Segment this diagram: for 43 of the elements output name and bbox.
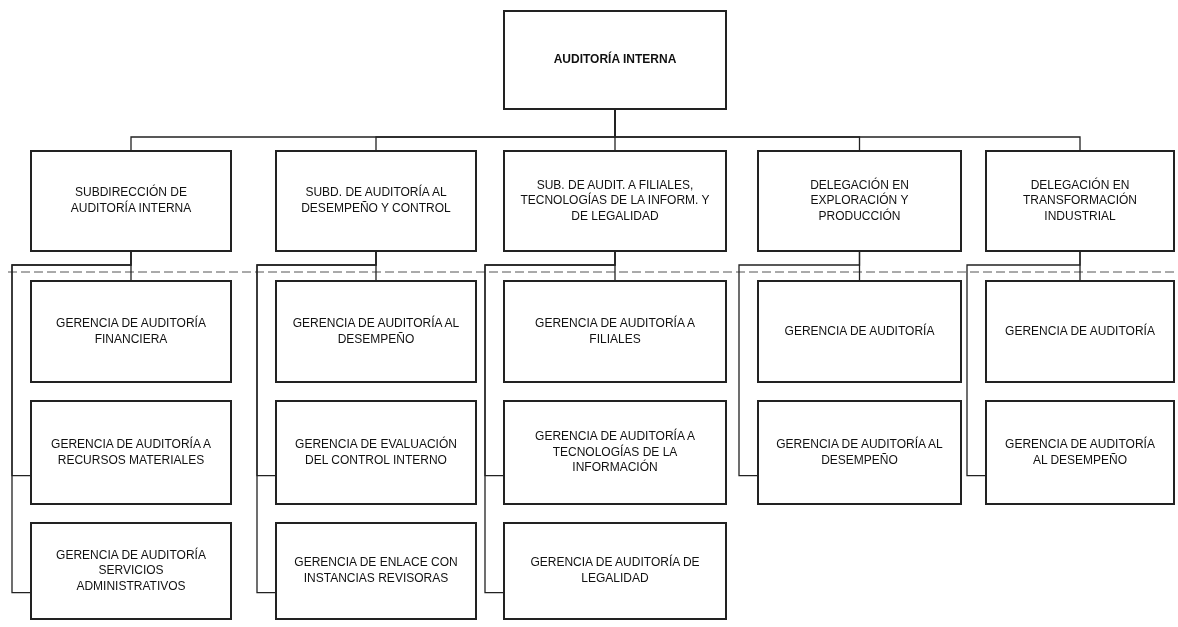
- org-unit-box: [275, 400, 477, 505]
- org-unit-box: [30, 522, 232, 620]
- unit-name: DELEGACIÓN EN EXPLORACIÓN Y PRODUCCIÓN: [809, 177, 910, 225]
- unit-name: DELEGACIÓN EN TRANSFORMACIÓN INDUSTRIAL: [1022, 177, 1138, 225]
- org-unit-box: [503, 400, 727, 505]
- org-unit-box: [30, 280, 232, 383]
- connector-line: [484, 251, 616, 594]
- unit-name: GERENCIA DE AUDITORÍA AL DESEMPEÑO: [775, 436, 944, 469]
- org-unit-box: [30, 400, 232, 505]
- org-unit-box: [30, 150, 232, 252]
- unit-name: GERENCIA DE AUDITORÍA A FILIALES: [534, 315, 696, 348]
- unit-name: GERENCIA DE AUDITORÍA: [784, 323, 935, 340]
- unit-name: GERENCIA DE AUDITORÍA A RECURSOS MATERIALES: [50, 436, 212, 469]
- org-unit-box: [985, 280, 1175, 383]
- connector-line: [256, 251, 377, 594]
- org-unit-box: [757, 150, 962, 252]
- unit-name: SUBDIRECCIÓN DE AUDITORÍA INTERNA: [69, 185, 193, 217]
- org-unit-box: [985, 400, 1175, 505]
- org-unit-box: [757, 400, 962, 505]
- unit-name: GERENCIA DE ENLACE CON INSTANCIAS REVISORAS: [293, 555, 459, 587]
- org-unit-box: [275, 522, 477, 620]
- unit-name: SUBD. DE AUDITORÍA AL DESEMPEÑO Y CONTROL: [300, 185, 452, 217]
- connector-line: [738, 251, 861, 477]
- org-unit-box: [757, 280, 962, 383]
- unit-name: GERENCIA DE AUDITORÍA DE LEGALIDAD: [529, 555, 701, 587]
- unit-name: GERENCIA DE AUDITORÍA AL DESEMPEÑO: [291, 315, 461, 348]
- org-unit-box: [503, 522, 727, 620]
- org-unit-box: [503, 10, 727, 110]
- connector-line: [966, 251, 1081, 477]
- unit-name: GERENCIA DE AUDITORÍA FINANCIERA: [55, 315, 207, 348]
- org-unit-box: [275, 150, 477, 252]
- unit-name: SUB. DE AUDIT. A FILIALES, TECNOLOGÍAS DE LA INFORM. Y DE LEGALIDAD: [519, 177, 711, 225]
- org-unit-box: [275, 280, 477, 383]
- unit-name: GERENCIA DE AUDITORÍA A TECNOLOGÍAS DE LA INFORMACIÓN: [534, 429, 696, 476]
- connector-line: [11, 251, 132, 594]
- unit-name: GERENCIA DE EVALUACIÓN DEL CONTROL INTERNO: [294, 436, 458, 469]
- unit-name: GERENCIA DE AUDITORÍA: [1005, 323, 1155, 340]
- unit-name: GERENCIA DE AUDITORÍA SERVICIOS ADMINISTRATIVOS: [55, 547, 207, 595]
- org-unit-box: [503, 280, 727, 383]
- unit-name: GERENCIA DE AUDITORÍA AL DESEMPEÑO: [1004, 436, 1156, 469]
- org-unit-box: [985, 150, 1175, 252]
- org-unit-box: [503, 150, 727, 252]
- unit-name: AUDITORÍA INTERNA: [553, 52, 677, 68]
